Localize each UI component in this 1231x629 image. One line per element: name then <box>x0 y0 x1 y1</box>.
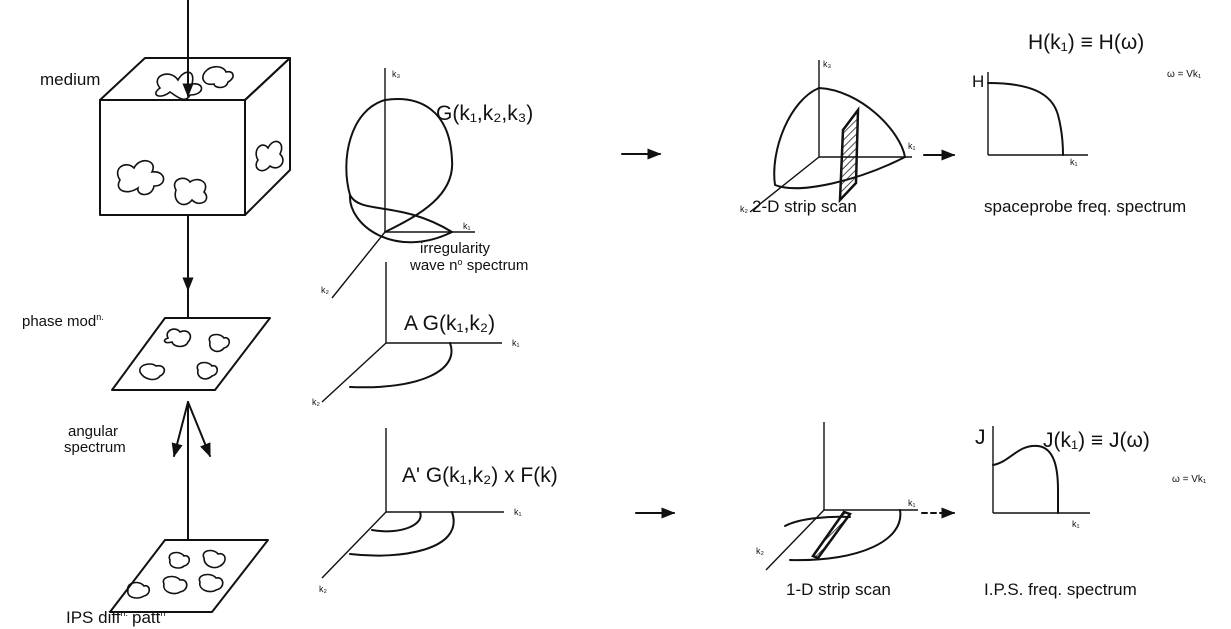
h-axis-label: H <box>972 72 984 91</box>
h-omega-relation: ω = Vk₁ <box>1167 69 1202 80</box>
ag-k1-label: k₁ <box>512 338 520 348</box>
strip1d-k2-label: k₂ <box>756 546 765 556</box>
strip2d-axes <box>749 60 912 213</box>
ips-diff-label: IPS diffn.pattn <box>66 608 165 627</box>
spectrum-label: spectrum <box>64 439 126 456</box>
j-omega-relation: ω = Vk₁ <box>1172 474 1207 485</box>
g3-axes <box>331 68 475 299</box>
angular-label: angular <box>68 423 118 440</box>
g3-caption-line2: wave no spectrum <box>409 257 528 274</box>
j-formula: J(k₁) ≡ J(ω) <box>1043 429 1150 452</box>
j-k1-label: k₁ <box>1072 519 1080 529</box>
g3-formula: G(k₁,k₂,k₃) <box>436 102 533 125</box>
phase-screen <box>111 317 271 391</box>
h-formula: H(k₁) ≡ H(ω) <box>1028 31 1144 54</box>
g3-k1-label: k₁ <box>463 221 471 231</box>
strip2d-k3-label: k₃ <box>823 59 832 69</box>
j-caption: I.P.S. freq. spectrum <box>984 580 1137 599</box>
strip2d-caption: 2-D strip scan <box>752 197 857 216</box>
ips-diffraction-screen <box>109 539 269 613</box>
g3-k2-label: k₂ <box>321 285 330 295</box>
h-k1-label: k₁ <box>1070 157 1078 167</box>
phase-mod-label: phase modn. <box>22 312 104 330</box>
g3-caption-line1: irregularity <box>420 240 491 257</box>
j-plot <box>992 426 1090 514</box>
strip1d-caption: 1-D strip scan <box>786 580 891 599</box>
g3-k3-label: k₃ <box>392 69 401 79</box>
agf-k1-label: k₁ <box>514 507 522 517</box>
strip1d-axes <box>765 422 918 571</box>
ag-axes <box>321 262 502 403</box>
h-plot <box>987 72 1088 156</box>
angular-spectrum-rays <box>171 401 211 541</box>
medium-box <box>99 57 291 216</box>
strip1d-k1-label: k₁ <box>908 498 916 508</box>
medium-label: medium <box>40 70 100 89</box>
j-axis-label: J <box>975 426 986 449</box>
agf-k2-label: k₂ <box>319 584 328 594</box>
ag-k2-label: k₂ <box>312 397 321 407</box>
ag-formula: A G(k₁,k₂) <box>404 312 495 335</box>
h-caption: spaceprobe freq. spectrum <box>984 197 1186 216</box>
agf-formula: A' G(k₁,k₂) x F(k) <box>402 464 558 487</box>
agf-axes <box>321 428 504 579</box>
strip2d-k1-label: k₁ <box>908 141 916 151</box>
strip2d-k2-label: k₂ <box>740 204 749 214</box>
